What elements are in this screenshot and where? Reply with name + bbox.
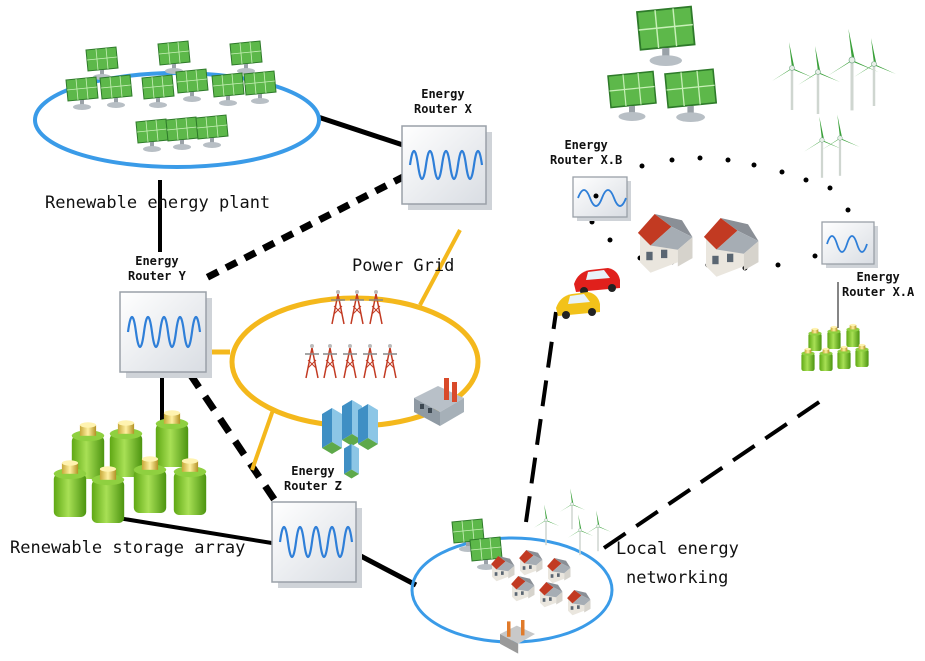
link-local-car (524, 311, 558, 523)
energy-router-z-icon (271, 501, 362, 588)
power-grid-label: Power Grid (352, 256, 455, 276)
storage-array-label: Renewable storage array (10, 538, 246, 558)
router-z-line2: Router Z (284, 479, 342, 493)
router-xa-label: Energy Router X.A (842, 270, 914, 300)
local-network-label-line1: Local energy (616, 539, 739, 559)
router-xa-line1: Energy (856, 270, 900, 284)
power-tower-icon (304, 289, 398, 379)
router-z-line1: Energy (291, 464, 335, 478)
router-y-line1: Energy (135, 254, 179, 268)
link-local-storage-xa (602, 394, 830, 550)
router-y-line2: Router Y (128, 269, 186, 283)
renewable-plant-label: Renewable energy plant (45, 193, 271, 213)
small-factory-icon (500, 620, 535, 654)
local-network-label-line2: networking (626, 568, 729, 588)
link-routerz-local (353, 550, 418, 588)
link-plant-routerx (317, 114, 404, 148)
energy-router-y-icon (119, 291, 212, 378)
router-x-line1: Energy (421, 87, 465, 101)
router-y-label: Energy Router Y (128, 254, 186, 284)
link-storage-routerz (117, 516, 279, 546)
car-icon (556, 268, 620, 319)
router-xb-line1: Energy (564, 138, 608, 152)
factory-icon (414, 378, 464, 426)
router-z-label: Energy Router Z (284, 464, 342, 494)
router-x-line2: Router X (414, 102, 472, 116)
link-routerx-routery (204, 172, 407, 282)
energy-router-xa-icon (821, 221, 878, 268)
connections (117, 114, 851, 588)
router-x-label: Energy Router X (414, 87, 472, 117)
router-xb-label: Energy Router X.B (550, 138, 622, 168)
energy-router-xb-icon (572, 176, 631, 221)
router-xb-line2: Router X.B (550, 153, 623, 167)
router-xa-line2: Router X.A (842, 285, 915, 299)
energy-router-x-icon (401, 125, 492, 210)
